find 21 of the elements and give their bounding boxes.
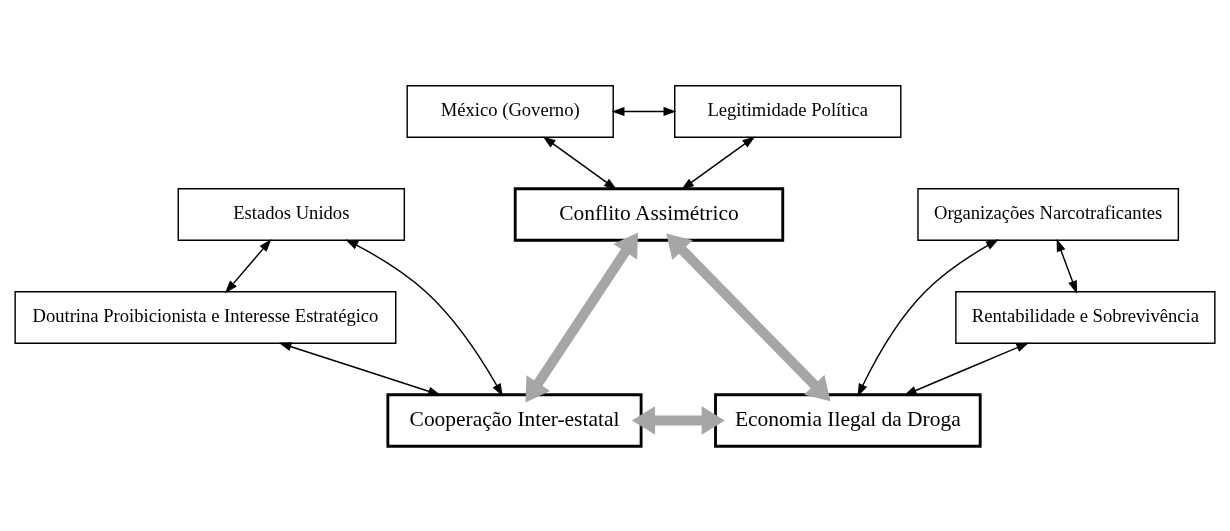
arrow <box>631 405 725 435</box>
arrow <box>903 342 1030 395</box>
node-box: Conflito Assimétrico <box>513 186 785 242</box>
node-box: Economia Ilegal da Droga <box>714 392 982 448</box>
arrow <box>681 135 756 190</box>
arrow <box>345 238 503 396</box>
node-box: Organizações Narcotraficantes <box>917 187 1180 241</box>
node-box: México (Governo) <box>406 84 614 138</box>
node-box: Legitimidade Política <box>674 84 902 138</box>
arrow <box>278 341 441 396</box>
arrow <box>666 233 831 401</box>
node-box: Doutrina Proibicionista e Interesse Estratégico <box>14 290 397 344</box>
arrow <box>542 135 617 190</box>
node-box: Rentabilidade e Sobrevivência <box>955 290 1216 344</box>
arrow <box>1056 238 1078 294</box>
node-box: Estados Unidos <box>177 187 406 241</box>
node-box: Cooperação Inter-estatal <box>386 392 643 448</box>
arrow <box>225 238 272 293</box>
arrow <box>857 238 999 397</box>
arrow <box>611 106 677 116</box>
arrow <box>525 231 639 402</box>
